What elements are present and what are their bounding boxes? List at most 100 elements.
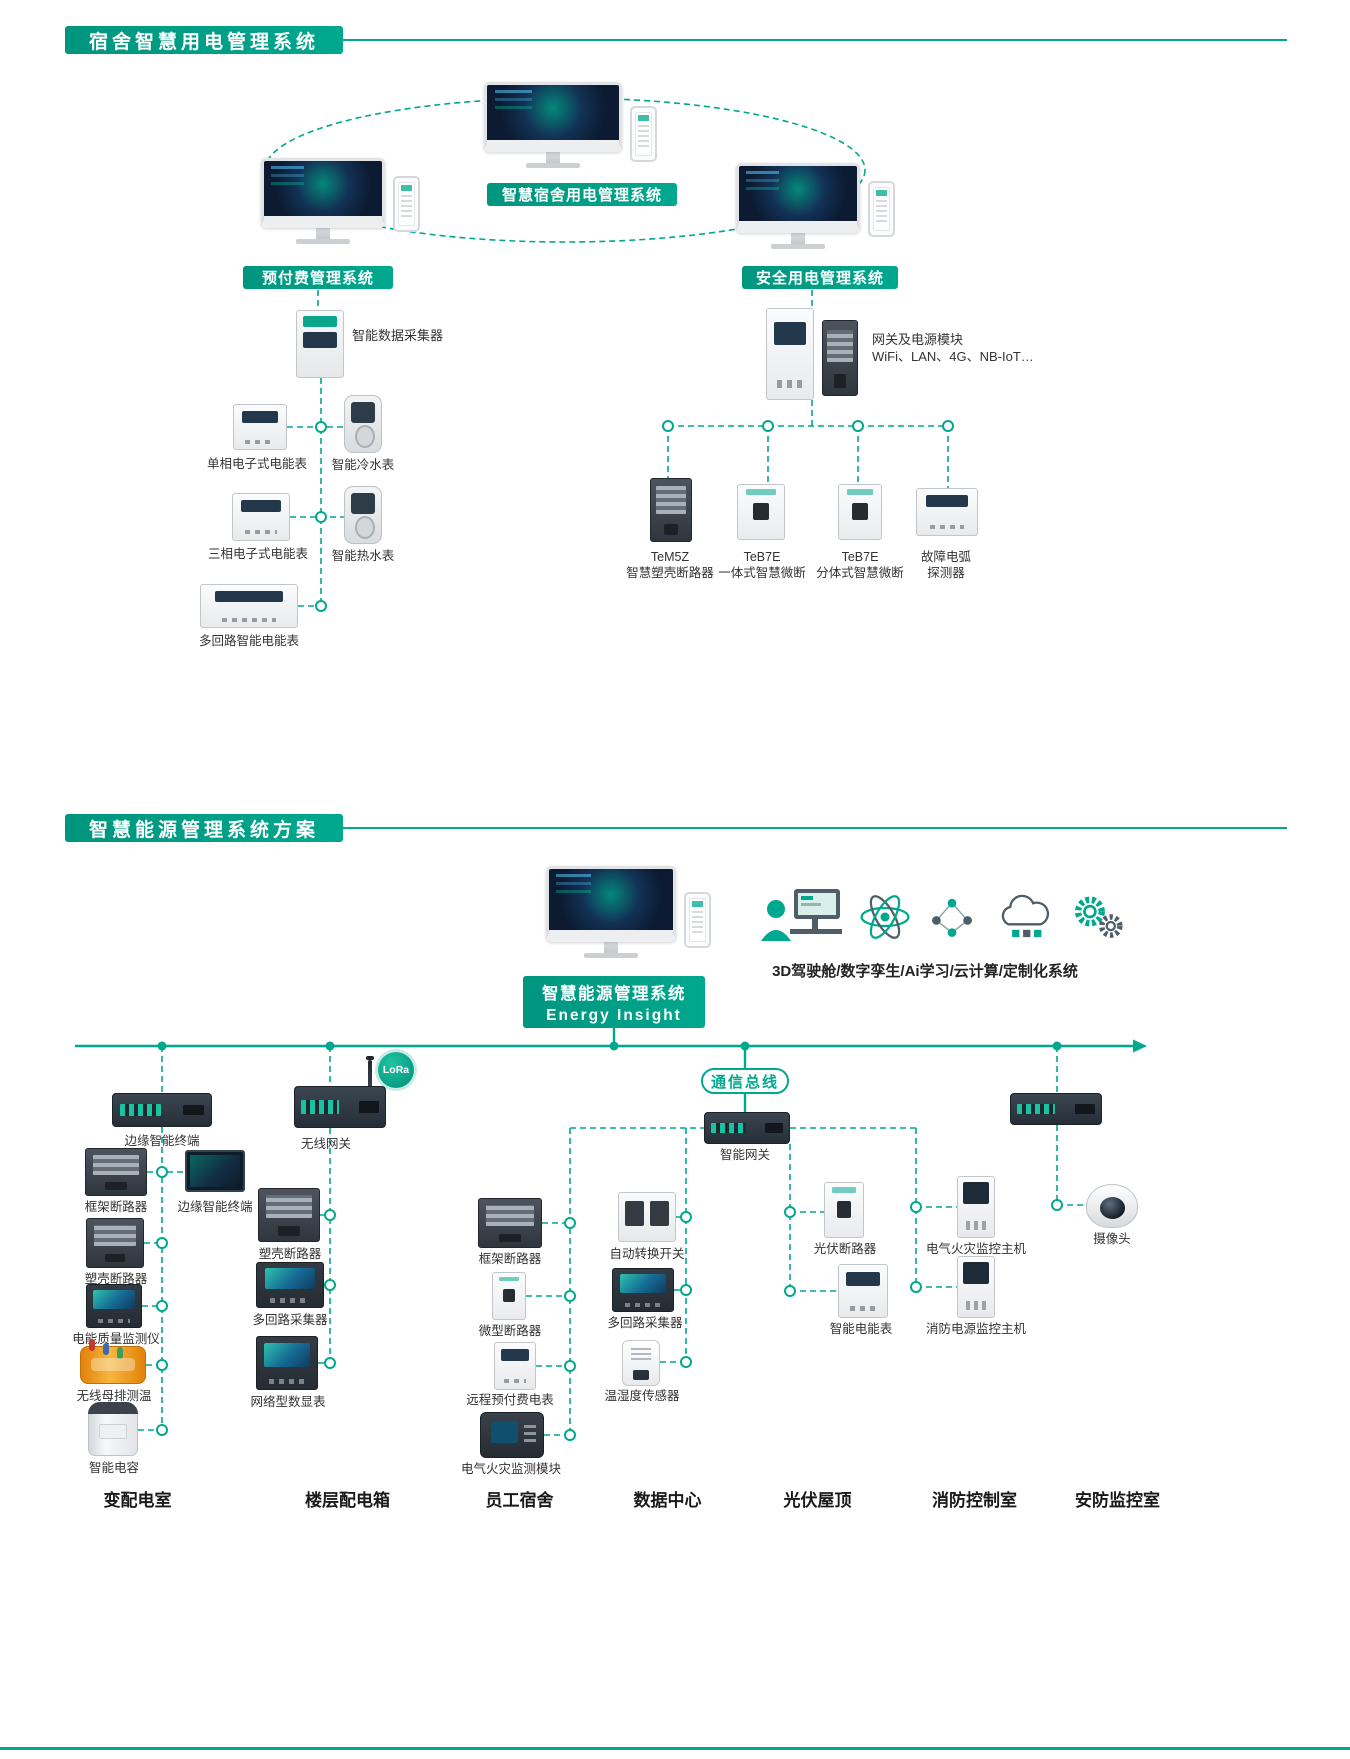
electrical-fire-host-label: 电气火灾监控主机 xyxy=(925,1242,1026,1256)
edge-terminal-rack-label: 边缘智能终端 xyxy=(124,1134,200,1148)
monitor-right xyxy=(736,163,860,249)
monitor-neck xyxy=(604,942,618,953)
bus-arrow-icon xyxy=(1133,1039,1147,1053)
hot-water-meter-label: 智能热水表 xyxy=(331,549,395,563)
phone-right-screen xyxy=(873,187,890,231)
multi-circuit-meter-label: 多回路智能电能表 xyxy=(198,634,299,648)
footer-security-room: 安防监控室 xyxy=(1075,1491,1160,1510)
prepaid-system-badge: 预付费管理系统 xyxy=(243,266,393,289)
phone-left xyxy=(393,176,420,232)
prepaid-meter-dorm-label: 远程预付费电表 xyxy=(466,1393,554,1407)
temp-humidity-sensor-label: 温湿度传感器 xyxy=(604,1389,680,1403)
energy-system-subtitle: Energy Insight xyxy=(546,1006,682,1024)
safety-system-badge: 安全用电管理系统 xyxy=(742,266,898,289)
phone-center xyxy=(630,106,657,162)
monitor-neck xyxy=(316,228,330,239)
monitor-neck xyxy=(546,152,560,163)
section1-header-badge: 宿舍智慧用电管理系统 xyxy=(65,26,343,54)
smart-data-collector-device xyxy=(296,310,344,378)
gateway-module-b-device xyxy=(822,320,858,396)
smart-gateway-device xyxy=(704,1112,790,1144)
gateway-module-a-device xyxy=(766,308,814,400)
electrical-fire-module-device xyxy=(480,1412,544,1458)
wireless-gateway-label: 无线网关 xyxy=(300,1137,351,1151)
digital-twin-atom-icon xyxy=(860,895,910,939)
fire-power-host-label: 消防电源监控主机 xyxy=(925,1322,1026,1336)
security-gateway-device xyxy=(1010,1093,1102,1125)
teb7e-split-label: TeB7E 分体式智慧微断 xyxy=(816,550,904,581)
pv-breaker-label: 光伏断路器 xyxy=(813,1242,877,1256)
page-bottom-rule xyxy=(0,1747,1350,1750)
electrical-fire-host-device xyxy=(957,1176,995,1238)
single-phase-meter-label: 单相电子式电能表 xyxy=(206,457,307,471)
phone-energy xyxy=(684,892,711,948)
ai-learning-icon xyxy=(932,898,972,937)
teb7e-integrated-device xyxy=(737,484,785,540)
mccb-floor-label: 塑壳断路器 xyxy=(258,1247,322,1261)
smart-energy-meter-device xyxy=(838,1264,888,1318)
gateway-module-label: 网关及电源模块 WiFi、LAN、4G、NB-IoT… xyxy=(872,332,1034,364)
safety-system-text: 安全用电管理系统 xyxy=(755,270,884,287)
pv-breaker-device xyxy=(824,1182,864,1238)
prepaid-system-text: 预付费管理系统 xyxy=(261,270,374,287)
multi-circuit-collector-floor-label: 多回路采集器 xyxy=(252,1313,328,1327)
arc-detector-label: 故障电弧 探测器 xyxy=(920,550,971,581)
monitor-base xyxy=(296,239,350,244)
section2-header-text: 智慧能源管理系统方案 xyxy=(88,819,319,841)
single-phase-meter-device xyxy=(233,404,287,450)
network-display-meter-label: 网络型数显表 xyxy=(250,1395,326,1409)
mcb-dorm-device xyxy=(492,1272,526,1320)
mccb-floor-device xyxy=(258,1188,320,1242)
section1-header-text: 宿舍智慧用电管理系统 xyxy=(88,31,319,53)
edge-terminal-panel-device xyxy=(185,1150,245,1192)
power-quality-monitor-label: 电能质量监测仪 xyxy=(72,1332,160,1346)
footer-datacenter: 数据中心 xyxy=(633,1491,702,1510)
energy-system-title: 智慧能源管理系统 xyxy=(542,984,686,1003)
monitor-energy xyxy=(546,866,676,958)
mccb-substation-label: 塑壳断路器 xyxy=(84,1272,148,1286)
monitor-left-screen xyxy=(261,158,385,228)
capabilities-caption: 3D驾驶舱/数字孪生/Ai学习/云计算/定制化系统 xyxy=(772,963,1078,980)
cockpit-3d-icon xyxy=(761,889,842,941)
teb7e-integrated-label: TeB7E 一体式智慧微断 xyxy=(718,550,806,581)
mcb-dorm-label: 微型断路器 xyxy=(478,1324,542,1338)
tem5z-breaker-device xyxy=(650,478,692,542)
phone-energy-screen xyxy=(689,898,706,942)
monitor-center xyxy=(484,82,622,168)
monitor-left xyxy=(261,158,385,244)
monitor-neck xyxy=(791,233,805,244)
prepaid-meter-dorm-device xyxy=(494,1342,536,1390)
network-display-meter-device xyxy=(256,1336,318,1390)
arc-detector-device xyxy=(916,488,978,536)
wireless-gateway-device xyxy=(294,1086,386,1128)
capability-icons xyxy=(760,884,1128,950)
multi-circuit-collector-dc-device xyxy=(612,1268,674,1312)
auto-transfer-switch-device xyxy=(618,1192,676,1242)
footer-substation: 变配电室 xyxy=(103,1491,172,1510)
cold-water-meter-label: 智能冷水表 xyxy=(331,458,395,472)
temp-humidity-sensor-device xyxy=(622,1340,660,1386)
monitor-base xyxy=(526,163,580,168)
monitor-right-screen xyxy=(736,163,860,233)
phone-left-screen xyxy=(398,182,415,226)
center-system-text: 智慧宿舍用电管理系统 xyxy=(501,187,662,204)
three-phase-meter-label: 三相电子式电能表 xyxy=(207,547,308,561)
monitor-base xyxy=(584,953,638,958)
smart-capacitor-device xyxy=(88,1402,138,1456)
section1-header-rule xyxy=(343,39,1287,41)
junction-nodes xyxy=(156,420,1063,1441)
customization-gears-icon xyxy=(1074,896,1123,938)
camera-device xyxy=(1086,1184,1138,1228)
edge-terminal-panel-label: 边缘智能终端 xyxy=(177,1200,253,1214)
monitor-center-screen xyxy=(484,82,622,152)
monitor-energy-screen xyxy=(546,866,676,942)
power-quality-monitor-device xyxy=(86,1284,142,1328)
frame-breaker-substation-label: 框架断路器 xyxy=(84,1200,148,1214)
cold-water-meter-device xyxy=(344,395,382,453)
footer-fire-room: 消防控制室 xyxy=(932,1491,1017,1510)
hot-water-meter-device xyxy=(344,486,382,544)
footer-floor-box: 楼层配电箱 xyxy=(305,1491,390,1510)
edge-terminal-rack-device xyxy=(112,1093,212,1127)
